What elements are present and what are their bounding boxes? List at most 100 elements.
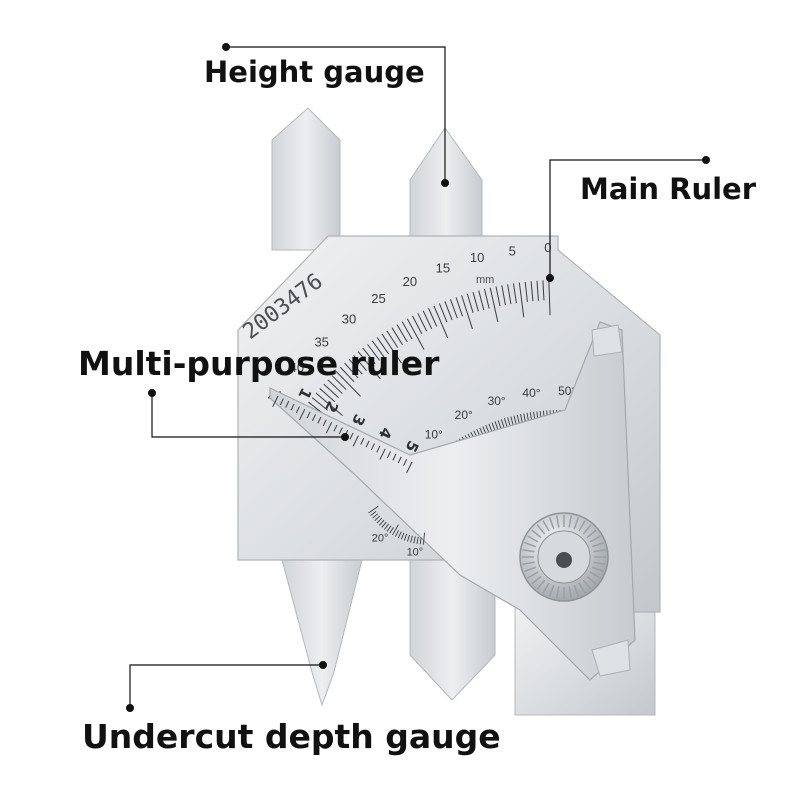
main-scale-tick	[512, 283, 517, 304]
height-gauge-blade-left	[271, 107, 341, 251]
callout-main-ruler: Main Ruler	[580, 172, 756, 206]
knurl-line	[555, 586, 560, 599]
locking-knob[interactable]	[519, 512, 609, 602]
slider-tick	[285, 401, 290, 408]
knurl-line	[527, 535, 539, 543]
main-scale-tick	[362, 347, 376, 365]
height-gauge-blades	[271, 107, 483, 251]
main-scale-tick	[323, 383, 339, 399]
lower-angle-tick	[403, 533, 408, 541]
knurl-line	[524, 566, 537, 573]
main-scale-tick	[483, 288, 490, 309]
main-scale-tick	[311, 397, 328, 411]
main-scale-tick	[327, 379, 343, 394]
lower-angle-tick	[368, 505, 379, 514]
knurl-line	[568, 586, 573, 599]
main-scale-tick	[335, 371, 361, 397]
main-scale-tick	[396, 324, 408, 343]
slider-tick	[370, 443, 375, 451]
lower-angle-tick	[400, 532, 405, 540]
lower-angle-tick	[397, 531, 402, 539]
lower-angle-tick	[392, 524, 399, 536]
knob-screw	[556, 552, 572, 568]
main-scale-label: 0	[544, 240, 551, 255]
lower-angle-tick	[372, 513, 379, 519]
main-scale-tick	[331, 375, 347, 390]
main-scale-tick	[449, 299, 458, 319]
knurl-line	[524, 541, 537, 548]
main-scale-label: 30	[342, 311, 356, 326]
lower-angle-tick	[374, 515, 381, 522]
main-scale-tick	[391, 327, 403, 345]
callout-lines	[126, 43, 710, 712]
slider-tick	[379, 448, 386, 460]
callout-dot	[126, 704, 134, 712]
main-scale-tick	[501, 285, 506, 306]
arm-tip-insert-bottom	[591, 639, 631, 677]
lower-angle-tick	[389, 527, 394, 534]
callout-height-gauge: Height gauge	[204, 55, 425, 89]
knurl-line	[573, 517, 580, 530]
slider-tick	[299, 408, 306, 421]
main-scale: 051015202530354045	[268, 240, 551, 437]
main-scale-tick	[422, 310, 433, 330]
knurl-line	[536, 524, 546, 535]
callout-line-multi-purpose-ruler	[151, 393, 345, 438]
slider-tick	[349, 432, 354, 440]
angle-scale-label: 30°	[488, 394, 506, 408]
main-scale-tick	[433, 305, 449, 339]
main-scale-tick	[466, 293, 474, 314]
callout-dot	[546, 274, 554, 282]
knob-knurling	[522, 515, 606, 599]
main-scale-tick	[472, 291, 479, 312]
main-scale-label: 15	[436, 260, 450, 275]
callout-undercut-depth-gauge: Undercut depth gauge	[82, 717, 501, 756]
main-scale-tick	[406, 318, 425, 350]
knurl-line	[593, 561, 606, 566]
slider-tick	[376, 445, 381, 453]
main-scale-tick	[478, 290, 485, 310]
callout-dot	[222, 43, 230, 51]
lower-angle-label: 10°	[407, 547, 424, 559]
knurl-line	[531, 529, 542, 539]
undercut-depth-gauge-blade	[281, 559, 363, 707]
slider-tick	[397, 456, 402, 464]
main-scale-tick	[412, 315, 423, 334]
main-scale-label: 20	[403, 274, 417, 289]
lower-angle-scale: 10°20°	[368, 505, 425, 559]
slider-tick	[406, 461, 413, 473]
knurl-line	[589, 571, 601, 579]
main-scale-tick	[340, 366, 355, 383]
slider-tick	[365, 440, 370, 448]
lower-angle-tick	[370, 511, 377, 517]
knurl-line	[542, 520, 550, 532]
callout-dot	[148, 389, 156, 397]
slider-tick	[279, 398, 284, 406]
main-scale-tick	[401, 321, 413, 340]
lower-angle-tick	[381, 521, 387, 528]
main-scale-tick	[357, 351, 381, 380]
main-scale-tick	[367, 344, 380, 361]
knurl-line	[591, 541, 604, 548]
slider-tick	[272, 395, 279, 407]
slider-tick	[322, 419, 327, 427]
main-scale-tick	[548, 280, 551, 316]
slider-tick	[306, 411, 311, 419]
callout-line-main-ruler	[549, 159, 706, 278]
knurl-line	[586, 575, 597, 585]
slider-tick	[360, 438, 365, 445]
knurl-line	[573, 584, 580, 597]
slider-tick	[403, 459, 408, 466]
callout-line-height-gauge	[226, 46, 446, 183]
callout-multi-purpose-ruler: Multi-purpose ruler	[78, 344, 440, 383]
main-scale-tick	[438, 303, 448, 323]
callout-line-undercut-depth-gauge	[129, 664, 323, 708]
slider-tick	[338, 427, 343, 435]
slider-tick	[325, 422, 333, 434]
main-scale-tick	[524, 281, 528, 302]
main-scale-tick	[455, 297, 464, 317]
angle-scale-label: 40°	[522, 386, 540, 400]
angle-scale-label: 10°	[425, 427, 443, 441]
callout-dot	[702, 156, 710, 164]
slider-tick	[290, 403, 295, 411]
